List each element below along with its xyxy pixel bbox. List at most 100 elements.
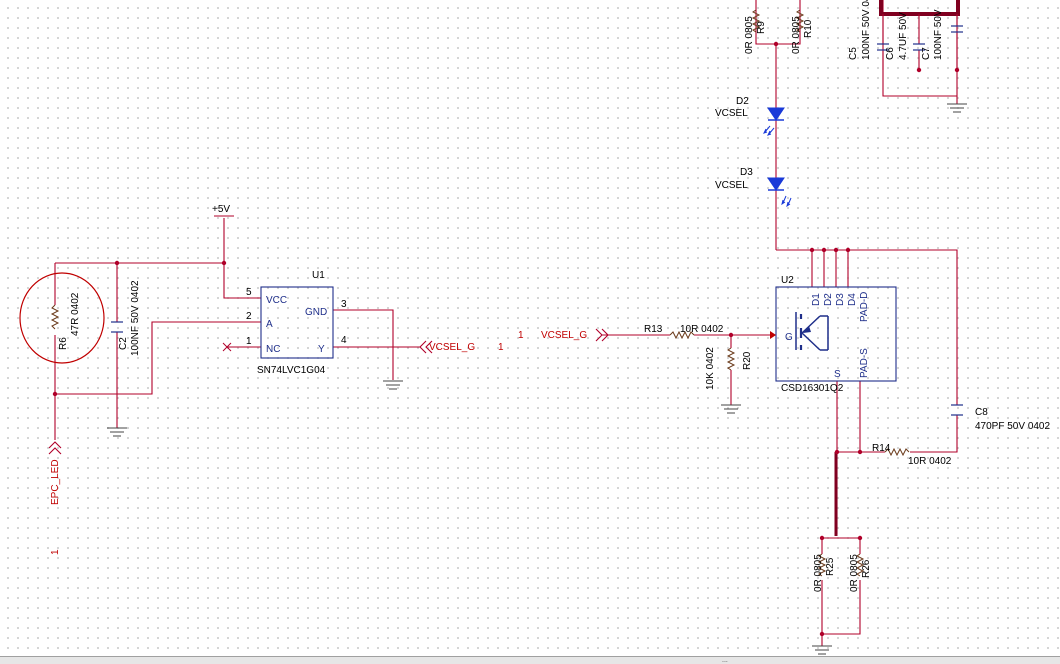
ground-top-right bbox=[947, 103, 967, 113]
r9-ref: R9 bbox=[756, 21, 767, 34]
u1-pin-name: VCC bbox=[266, 295, 287, 306]
resistor-icon bbox=[855, 553, 865, 577]
r20-ref: R20 bbox=[742, 351, 753, 370]
r26-ref: R26 bbox=[861, 559, 872, 578]
diode-icon bbox=[767, 177, 785, 191]
u1-pin-num: 2 bbox=[246, 311, 252, 322]
r10-value: 0R 0805 bbox=[791, 16, 802, 54]
r20[interactable]: R20 10K 0402 bbox=[705, 347, 753, 390]
u2-pin-name: D1 bbox=[811, 293, 822, 306]
resistor-icon bbox=[50, 304, 60, 330]
d3[interactable]: D3 VCSEL bbox=[715, 167, 792, 208]
status-bar: ... bbox=[0, 656, 1060, 664]
resistor-icon bbox=[884, 447, 910, 457]
r25-ref: R25 bbox=[825, 557, 836, 576]
u1-pin-num: 3 bbox=[341, 299, 347, 310]
u2-pin-name: D4 bbox=[847, 293, 858, 306]
c8-value: 470PF 50V 0402 bbox=[975, 421, 1050, 432]
emission-arrows-icon bbox=[763, 125, 775, 136]
u1-pin-name: A bbox=[266, 319, 273, 330]
resize-grip-icon[interactable]: ... bbox=[722, 657, 728, 664]
junctions bbox=[52, 41, 960, 637]
d2-value: VCSEL bbox=[715, 108, 748, 119]
net-label: EPC_LED bbox=[50, 459, 61, 505]
r10-ref: R10 bbox=[803, 19, 814, 38]
u1-ref: U1 bbox=[312, 270, 325, 281]
c5-ref: C5 bbox=[848, 47, 859, 60]
net-pin: 1 bbox=[50, 549, 61, 555]
r13-value: 10R 0402 bbox=[680, 324, 724, 335]
c6-ref: C6 bbox=[885, 47, 896, 60]
highlight-circle bbox=[19, 272, 105, 364]
offpage-connector-icon bbox=[595, 328, 609, 342]
r6-ref: R6 bbox=[58, 337, 69, 350]
offpage-connector-icon bbox=[48, 441, 62, 455]
resistor-icon bbox=[726, 347, 736, 371]
net-label: VCSEL_G bbox=[541, 330, 587, 341]
u1-pin-num: 1 bbox=[246, 336, 252, 347]
offpage-connector-icon bbox=[419, 340, 433, 354]
net-vcsel-g-left[interactable]: VCSEL_G 1 bbox=[419, 340, 504, 354]
u2-pin-name: D3 bbox=[835, 293, 846, 306]
d2[interactable]: D2 VCSEL bbox=[715, 96, 785, 136]
mosfet-icon bbox=[770, 312, 829, 351]
d2-ref: D2 bbox=[736, 96, 749, 107]
power-5v[interactable]: +5V bbox=[212, 204, 234, 217]
u2[interactable]: U2 CSD16301Q2 D1 D2 D3 D4 PAD-D PAD-S G … bbox=[770, 275, 897, 394]
u2-part: CSD16301Q2 bbox=[781, 383, 844, 394]
r14-value: 10R 0402 bbox=[908, 456, 952, 467]
emission-arrows-icon bbox=[781, 195, 792, 208]
c6[interactable]: C6 4.7UF 50V bbox=[877, 12, 909, 70]
u1-pin-num: 5 bbox=[246, 287, 252, 298]
r6[interactable]: R6 47R 0402 bbox=[19, 272, 105, 364]
u2-pin-name: PAD-S bbox=[859, 348, 870, 378]
c8-ref: C8 bbox=[975, 407, 988, 418]
net-pin: 1 bbox=[518, 330, 524, 341]
r9[interactable]: 0R 0805 R9 bbox=[744, 9, 767, 54]
d3-ref: D3 bbox=[740, 167, 753, 178]
net-epc-led[interactable]: EPC_LED 1 bbox=[48, 441, 62, 555]
r25-value: 0R 0805 bbox=[813, 554, 824, 592]
u1-pin-name: GND bbox=[305, 307, 327, 318]
ground-r20 bbox=[721, 404, 741, 414]
u1[interactable]: U1 SN74LVC1G04 5 VCC 2 A 1 NC 3 GND 4 Y bbox=[246, 270, 347, 376]
r9-value: 0R 0805 bbox=[744, 16, 755, 54]
resistor-icon bbox=[669, 330, 695, 340]
power-label: +5V bbox=[212, 204, 230, 215]
u1-pin-num: 4 bbox=[341, 335, 347, 346]
c7[interactable]: C7 100NF 50V bbox=[913, 9, 963, 70]
no-connect-icon bbox=[222, 342, 232, 352]
net-label: VCSEL_G bbox=[429, 342, 475, 353]
u1-pin-name: Y bbox=[318, 344, 325, 355]
resistor-icon bbox=[751, 9, 761, 33]
c2-value: 100NF 50V 0402 bbox=[130, 280, 141, 356]
c2[interactable]: C2 100NF 50V 0402 bbox=[111, 280, 141, 356]
r13-ref: R13 bbox=[644, 324, 663, 335]
r14[interactable]: R14 10R 0402 bbox=[872, 443, 952, 467]
u2-pin-name: PAD-D bbox=[859, 292, 870, 322]
u1-part: SN74LVC1G04 bbox=[257, 365, 326, 376]
net-vcsel-g-right[interactable]: 1 VCSEL_G bbox=[518, 328, 609, 342]
r25[interactable]: 0R 0805 R25 bbox=[813, 553, 836, 592]
r6-value: 47R 0402 bbox=[70, 292, 81, 336]
ground-c2 bbox=[107, 427, 127, 437]
r26-value: 0R 0805 bbox=[849, 554, 860, 592]
u2-ref: U2 bbox=[781, 275, 794, 286]
c7-value: 100NF 50V bbox=[933, 9, 944, 60]
u2-pin-name: G bbox=[785, 332, 793, 343]
u2-body bbox=[775, 286, 897, 382]
u2-pin-name: D2 bbox=[823, 293, 834, 306]
resistor-icon bbox=[795, 9, 805, 33]
ground-r25 bbox=[812, 645, 832, 655]
resistor-icon bbox=[817, 553, 827, 577]
ground-u1 bbox=[383, 380, 403, 390]
c8[interactable]: C8 470PF 50V 0402 bbox=[951, 404, 1050, 432]
r26[interactable]: 0R 0805 R26 bbox=[849, 553, 872, 592]
r13[interactable]: R13 10R 0402 bbox=[644, 324, 724, 340]
r14-ref: R14 bbox=[872, 443, 891, 454]
c7-ref: C7 bbox=[921, 47, 932, 60]
c5[interactable]: C5 100NF 50V 04 bbox=[848, 0, 872, 60]
r10[interactable]: 0R 0805 R10 bbox=[791, 9, 814, 54]
top-bus bbox=[879, 0, 960, 16]
